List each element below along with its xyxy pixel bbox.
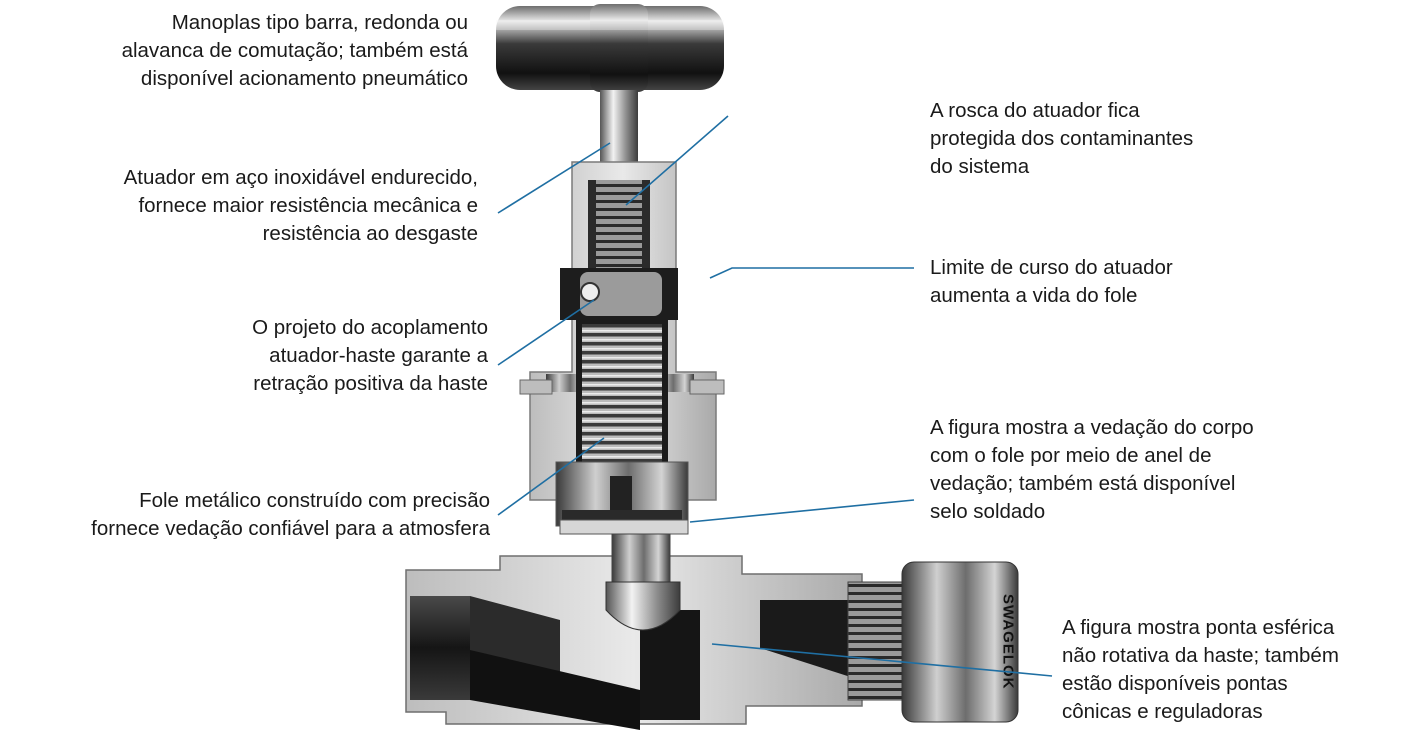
- leader-travel-limit: [709, 267, 914, 279]
- leader-bellows: [497, 437, 605, 516]
- leader-thread: [625, 115, 729, 206]
- valve-body: [405, 533, 863, 730]
- leader-stem-tip: [711, 643, 1053, 677]
- swagelok-mark: SWAGELOK: [1000, 594, 1017, 690]
- handle: [496, 4, 724, 92]
- label-actuator: Atuador em aço inoxidável endurecido,for…: [123, 166, 478, 245]
- leader-body-seal: [689, 499, 915, 523]
- packing-nut: [555, 461, 689, 535]
- coupling-ball: [580, 282, 600, 302]
- leader-coupling: [497, 299, 595, 366]
- leader-actuator: [497, 142, 611, 214]
- right-fitting: SWAGELOK: [847, 561, 1019, 723]
